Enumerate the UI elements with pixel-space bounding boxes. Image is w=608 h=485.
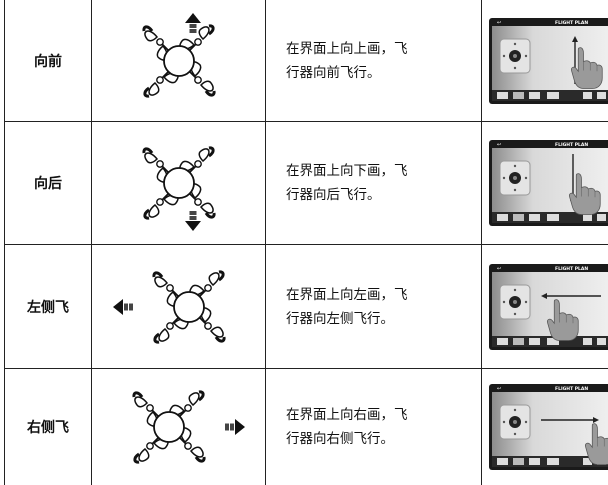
arrow-left-icon <box>113 299 133 315</box>
direction-name: 向后 <box>5 122 92 245</box>
screen-title: FLIGHT PLAN <box>555 266 588 272</box>
screenshot-cell: FLIGHT PLAN <box>482 369 608 485</box>
drone-backward-icon <box>119 128 239 238</box>
description-line-2: 行器向左侧飞行。 <box>286 307 481 331</box>
phone-left-screenshot: FLIGHT PLAN <box>487 262 608 352</box>
direction-name: 左侧飞 <box>5 245 92 369</box>
flight-direction-table: 向前 在界面上向上画，飞 行器向前飞行。 FLIGHT PLAN <box>4 0 608 485</box>
table-row: 左侧飞 在界面上向左画，飞 行器向左侧飞行。 FLIGHT PLAN <box>5 245 608 369</box>
arrow-down-icon <box>185 211 201 231</box>
phone-right-screenshot: FLIGHT PLAN <box>487 382 608 472</box>
table-row: 向后 在界面上向下画，飞 行器向后飞行。 FLIGHT PLAN <box>5 122 608 245</box>
table-row: 向前 在界面上向上画，飞 行器向前飞行。 FLIGHT PLAN <box>5 0 608 122</box>
direction-name: 向前 <box>5 0 92 122</box>
screen-title: FLIGHT PLAN <box>555 20 588 26</box>
phone-forward-screenshot: FLIGHT PLAN <box>487 16 608 106</box>
description: 在界面上向右画，飞 行器向右侧飞行。 <box>266 369 482 485</box>
screen-title: FLIGHT PLAN <box>555 142 588 148</box>
description: 在界面上向下画，飞 行器向后飞行。 <box>266 122 482 245</box>
drone-diagram-cell <box>92 0 266 122</box>
table-row: 右侧飞 在界面上向右画，飞 行器向右侧飞行。 FLIGHT PLAN <box>5 369 608 485</box>
drone-forward-icon <box>119 6 239 116</box>
description-line-1: 在界面上向上画，飞 <box>286 37 481 61</box>
description-line-1: 在界面上向下画，飞 <box>286 159 481 183</box>
description: 在界面上向上画，飞 行器向前飞行。 <box>266 0 482 122</box>
drone-diagram-cell <box>92 245 266 369</box>
screenshot-cell: FLIGHT PLAN <box>482 122 608 245</box>
drone-diagram-cell <box>92 369 266 485</box>
description: 在界面上向左画，飞 行器向左侧飞行。 <box>266 245 482 369</box>
description-line-2: 行器向前飞行。 <box>286 61 481 85</box>
description-line-1: 在界面上向左画，飞 <box>286 283 481 307</box>
screen-title: FLIGHT PLAN <box>555 386 588 392</box>
description-line-1: 在界面上向右画，飞 <box>286 403 481 427</box>
screenshot-cell: FLIGHT PLAN <box>482 245 608 369</box>
arrow-right-icon <box>225 419 245 435</box>
arrow-up-icon <box>185 13 201 33</box>
screenshot-cell: FLIGHT PLAN <box>482 0 608 122</box>
drone-right-icon <box>104 372 254 482</box>
phone-backward-screenshot: FLIGHT PLAN <box>487 138 608 228</box>
description-line-2: 行器向右侧飞行。 <box>286 427 481 451</box>
drone-left-icon <box>104 252 254 362</box>
direction-name: 右侧飞 <box>5 369 92 485</box>
drone-diagram-cell <box>92 122 266 245</box>
description-line-2: 行器向后飞行。 <box>286 183 481 207</box>
